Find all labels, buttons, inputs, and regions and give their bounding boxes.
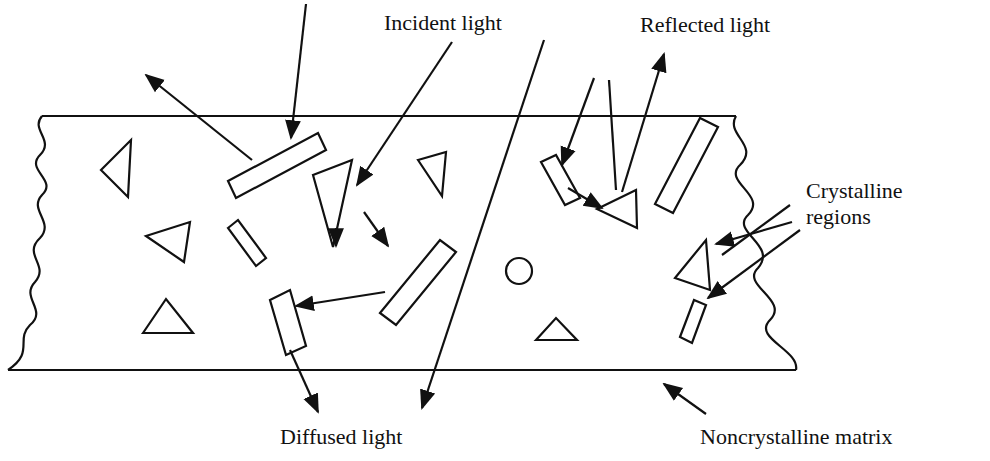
region-label: Noncrystalline matrix [700,424,892,450]
ray-label: Incident light [384,10,502,36]
leader-arrows [664,205,800,414]
light-rays [146,4,664,412]
film-left-break [8,116,46,370]
film-right-break [734,116,796,370]
ray-label: Diffused light [280,424,402,450]
film-bottom-edge [8,369,796,371]
ray-label: Reflected light [640,12,770,38]
region-label: Crystalline regions [806,178,956,230]
film-top-edge [42,115,736,117]
crystalline-shapes [101,118,718,355]
